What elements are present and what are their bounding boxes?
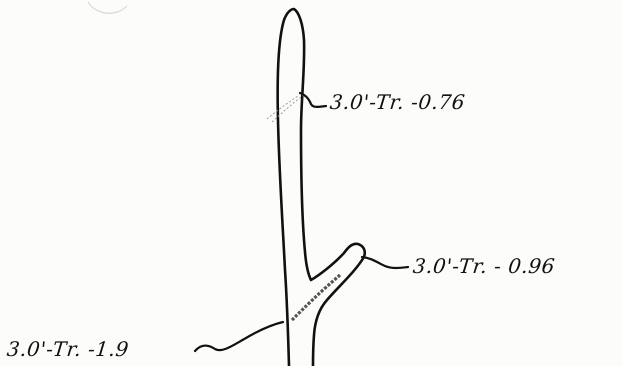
annotation-top: 3.0'-Tr. -0.76 (328, 90, 467, 114)
annotation-left: 3.0'-Tr. -1.9 (5, 337, 131, 361)
annotation-right: 3.0'-Tr. - 0.96 (411, 254, 557, 278)
leader-line-top (298, 91, 328, 108)
transect-shading-branch (290, 273, 342, 322)
transect-shading-top (266, 93, 306, 123)
leader-line-left (193, 320, 285, 353)
faint-circle-mark (87, 1, 128, 14)
trunk-outline (276, 7, 367, 366)
leader-line-right (360, 255, 410, 270)
